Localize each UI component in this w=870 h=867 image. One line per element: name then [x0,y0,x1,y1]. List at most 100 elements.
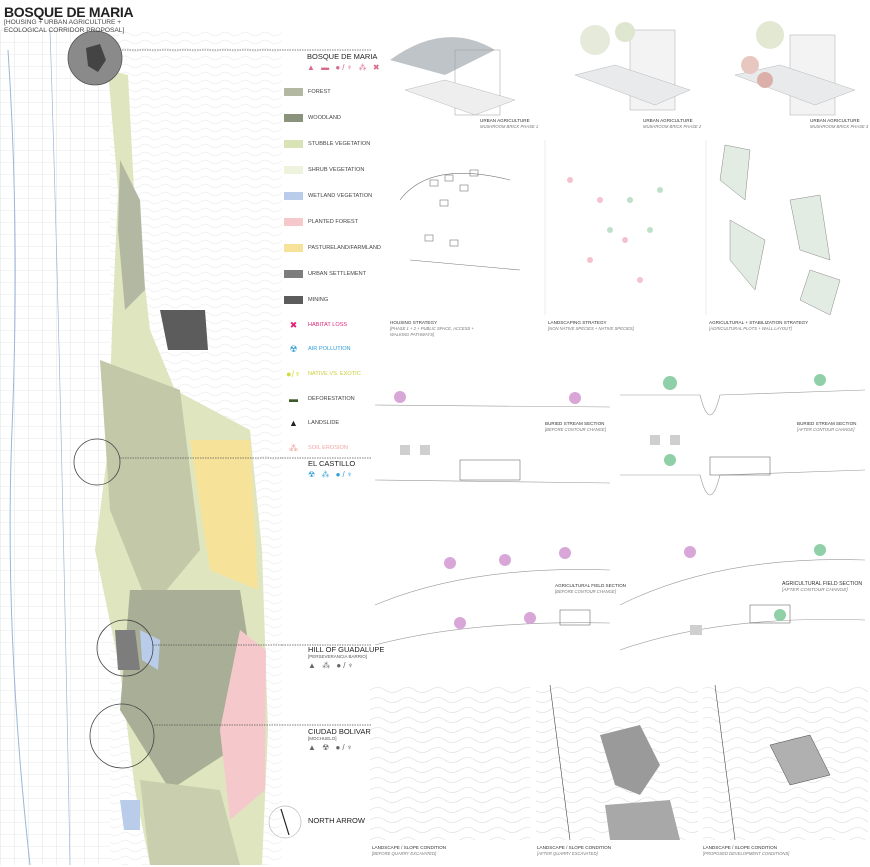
legend-label: MINING [308,297,329,303]
legend-label: SOIL EROSION [308,445,348,451]
swatch [284,296,303,304]
legend-label: PLANTED FOREST [308,219,359,225]
poster-subtitle: [HOUSING + URBAN AGRICULTURE +ECOLOGICAL… [4,19,184,35]
legend-label: DEFORESTATION [308,396,355,402]
legend-urban: URBAN SETTLEMENT [284,269,366,279]
caption-sub: WALKING PATHWAYS] [390,332,435,337]
slope-caption: LANDSCAPE / SLOPE CONDITION[AFTER QUARRY… [537,845,611,857]
caption-sub: [AFTER CONTOUR CHANGE] [782,587,848,593]
legend-forest: FOREST [284,87,331,97]
legend-pasture: PASTURELAND/FARMLAND [284,243,381,253]
caption-title: LANDSCAPING STRATEGY [548,320,607,325]
section-caption: BURIED STREAM SECTION[AFTER CONTOUR CHAN… [797,421,856,433]
caption-sub: [BEFORE CONTOUR CHANGE] [555,589,616,594]
site-subtitle: [MOCHUELO] [308,736,337,741]
caption-title: HOUSING STRATEGY [390,320,438,325]
legend-habitat-loss: ✖ HABITAT LOSS [284,320,347,330]
legend-label: URBAN SETTLEMENT [308,271,367,277]
legend-landslide: ▲ LANDSLIDE [284,418,339,428]
caption-sub: [AFTER CONTOUR CHANGE] [797,427,855,432]
legend-label: PASTURELAND/FARMLAND [308,245,381,251]
caption-sub: [BEFORE QUARRY EXCAVATED] [372,851,437,856]
section-caption: AGRICULTURAL FIELD SECTION[AFTER CONTOUR… [782,581,862,594]
north-arrow-text: NORTH ARROW [308,816,365,825]
legend-native-exotic: ●/♆ NATIVE VS. EXOTIC [284,369,361,379]
soil-erosion-icon: ⁂ [289,442,298,453]
legend-soil-erosion: ⁂ SOIL EROSION [284,443,348,453]
caption-sub: MUSHROOM BRICK PHASE 1 [480,124,539,129]
north-arrow-label: NORTH ARROW [308,816,365,825]
caption-title: AGRICULTURAL FIELD SECTION [782,581,863,587]
swatch [284,270,303,278]
caption-sub: [PHASE 1 + 2 + PUBLIC SPACE, ACCESS + [390,326,474,331]
site-bosque-de-maria: BOSQUE DE MARIA ▲ ▬ ●/♆ ⁂ ✖ [307,52,382,72]
section-caption: BURIED STREAM SECTION[BEFORE CONTOUR CHA… [545,421,606,433]
legend-label: LANDSLIDE [308,420,340,426]
caption-sub: [NON NATIVE SPECIES + NATIVE SPECIES] [548,326,634,331]
legend-mining: MINING [284,295,328,305]
caption-title: LANDSCAPE / SLOPE CONDITION [372,845,447,850]
legend-stubble: STUBBLE VEGETATION [284,139,370,149]
site-hill-of-guadalupe: HILL OF GUADALUPE[PERSEVERANCIA BARRIO]▲… [308,645,384,670]
legend-label: WETLAND VEGETATION [308,193,373,199]
native-vs-exotic-icon: ●/♆ [286,369,301,379]
caption-title: AGRICULTURAL + STABILIZATION STRATEGY [709,320,809,325]
swatch [284,114,303,122]
urban-agriculture-renders [390,21,856,116]
caption-title: URBAN AGRICULTURE [810,118,860,123]
legend-label: HABITAT LOSS [308,322,348,328]
legend-label: AIR POLLUTION [308,346,351,352]
caption-sub: [AFTER QUARRY EXCAVATED] [537,851,598,856]
caption-title: BURIED STREAM SECTION [545,421,605,426]
site-ciudad-bolivar: CIUDAD BOLIVAR[MOCHUELO]▲ ☢ ●/♆ [308,727,371,752]
legend-deforestation: ▬ DEFORESTATION [284,394,355,404]
slope-caption: LANDSCAPE / SLOPE CONDITION[BEFORE QUARR… [372,845,446,857]
section-drawings [374,374,866,651]
caption-sub: [PROPOSED DEVELOPMENT CONDITIONS] [703,851,790,856]
site-name: HILL OF GUADALUPE [308,645,385,654]
caption-sub: MUSHROOM BRICK PHASE 2 [643,124,702,129]
legend-label: WOODLAND [308,115,341,121]
caption-sub: [AGRICULTURAL PLOTS + WALL LAYOUT] [709,326,792,331]
legend-planted: PLANTED FOREST [284,217,358,227]
legend-label: STUBBLE VEGETATION [308,141,371,147]
air-pollution-icon: ☢ [289,343,298,354]
leader-lines [282,49,372,726]
caption-sub: MUSHROOM BRICK PHASE 3 [810,124,869,129]
caption-sub: [BEFORE CONTOUR CHANGE] [545,427,606,432]
deforestation-icon: ▬ [289,394,298,404]
legend-label: SHRUB VEGETATION [308,167,365,173]
caption-title: BURIED STREAM SECTION [797,421,857,426]
caption-title: LANDSCAPE / SLOPE CONDITION [537,845,612,850]
swatch [284,218,303,226]
habitat-loss-icon: ✖ [289,319,298,330]
site-el-castillo: EL CASTILLO☢ ⁂ ●/♆ [308,459,355,479]
render-phase-1 [390,37,516,116]
focus-circle-bolivar[interactable] [89,703,155,769]
strategy-diagrams [399,140,841,315]
north-arrow-icon [268,805,302,839]
landslide-icon: ▲ [289,418,298,428]
caption-title: URBAN AGRICULTURE [643,118,693,123]
site-name: BOSQUE DE MARIA [307,52,378,61]
legend-label: NATIVE VS. EXOTIC [308,371,361,377]
legend-wetland: WETLAND VEGETATION [284,191,372,201]
legend-shrub: SHRUB VEGETATION [284,165,364,175]
site-threat-icons: ▲ ▬ ●/♆ ⁂ ✖ [307,63,382,72]
caption-title: LANDSCAPE / SLOPE CONDITION [703,845,778,850]
subtitle-line: ECOLOGICAL CORRIDOR PROPOSAL] [4,27,125,34]
swatch [284,244,303,252]
legend-air-pollution: ☢ AIR POLLUTION [284,343,351,354]
poster-title: BOSQUE DE MARIA [4,4,134,20]
focus-circle-castillo[interactable] [73,438,121,486]
site-threat-icons: ▲ ☢ ●/♆ [308,743,355,752]
swatch [284,166,303,174]
focus-circle-guadalupe[interactable] [96,619,154,677]
legend-woodland: WOODLAND [284,113,341,123]
strategy-caption: AGRICULTURAL + STABILIZATION STRATEGY[AG… [709,320,808,332]
swatch [284,192,303,200]
site-threat-icons: ☢ ⁂ ●/♆ [308,470,355,479]
site-subtitle: [PERSEVERANCIA BARRIO] [308,654,368,659]
